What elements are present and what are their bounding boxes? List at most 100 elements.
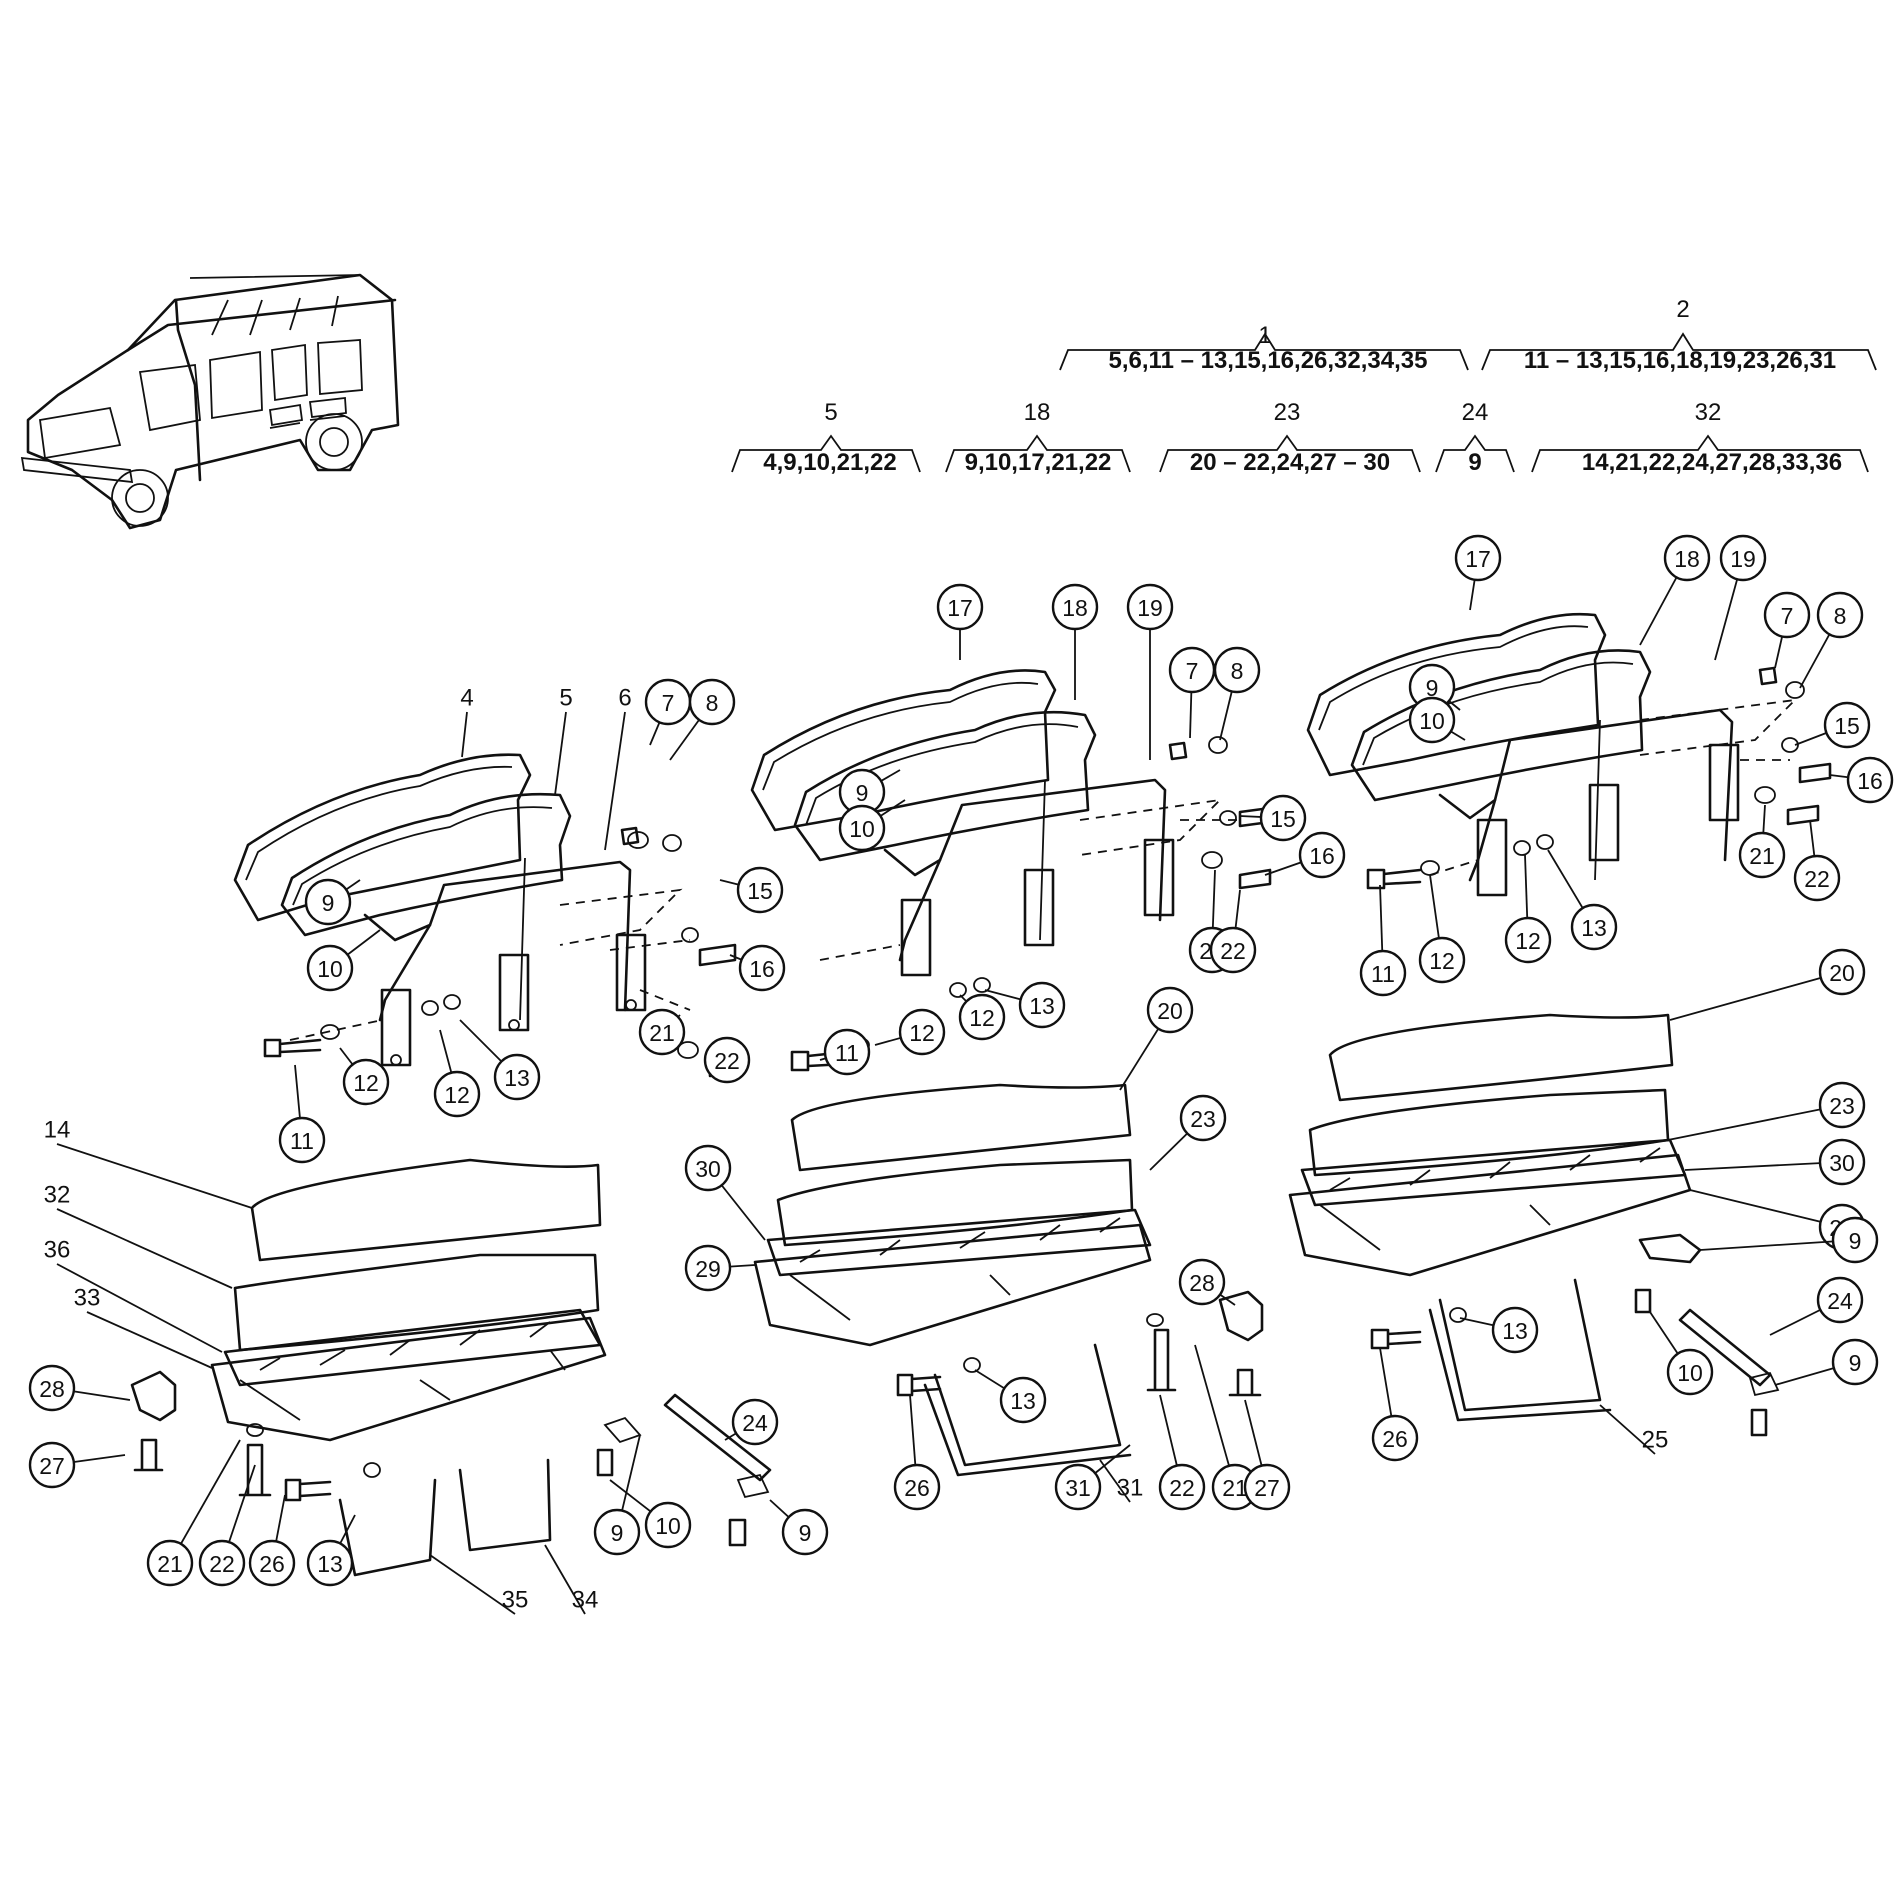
callout-number: 27 bbox=[39, 1453, 65, 1479]
part-callout-8: 8 bbox=[1799, 591, 1864, 689]
callout-number: 22 bbox=[1804, 866, 1830, 892]
callout-circle bbox=[999, 1376, 1047, 1424]
callout-number: 15 bbox=[747, 878, 773, 904]
callout-number: 11 bbox=[1371, 961, 1395, 987]
callout-number: 9 bbox=[799, 1520, 812, 1546]
part-callout-11: 11 bbox=[1359, 884, 1407, 997]
callout-circle bbox=[1054, 1463, 1102, 1511]
part-callout-27: 27 bbox=[28, 1441, 126, 1489]
callout-number: 26 bbox=[1382, 1426, 1408, 1452]
callout-number: 13 bbox=[1581, 915, 1607, 941]
label-number: 5 bbox=[559, 685, 572, 712]
label-number: 33 bbox=[74, 1285, 101, 1312]
group-brace-2: 2 11 – 13,15,16,18,19,23,26,31 bbox=[1481, 296, 1877, 374]
part-callout-16: 16 bbox=[729, 944, 786, 992]
label-number: 35 bbox=[502, 1587, 529, 1614]
label-leader bbox=[1599, 1404, 1656, 1455]
label-number: 31 bbox=[1117, 1475, 1144, 1502]
label-leader bbox=[86, 1311, 213, 1369]
callout-number: 13 bbox=[1029, 993, 1055, 1019]
callout-number: 15 bbox=[1834, 713, 1860, 739]
callout-number: 7 bbox=[1186, 658, 1199, 684]
part-callout-9: 9 bbox=[593, 1434, 641, 1556]
callout-circle bbox=[1158, 1463, 1206, 1511]
callout-circle bbox=[1126, 583, 1174, 631]
right-seat-assembly bbox=[1288, 612, 1832, 1437]
callout-circle bbox=[1816, 591, 1864, 639]
part-callout-19: 19 bbox=[1126, 583, 1174, 760]
group-part-list: 4,9,10,21,22 bbox=[763, 449, 896, 476]
callout-number: 28 bbox=[1189, 1270, 1215, 1296]
part-callout-13: 13 bbox=[306, 1514, 356, 1587]
part-callout-23: 23 bbox=[1149, 1094, 1227, 1171]
callout-circle bbox=[1359, 949, 1407, 997]
part-callout-9: 9 bbox=[304, 878, 361, 926]
part-callout-22: 22 bbox=[1158, 1394, 1206, 1511]
group-part-list: 9 bbox=[1468, 449, 1481, 476]
label-leader bbox=[604, 711, 626, 851]
callout-number: 23 bbox=[1190, 1106, 1216, 1132]
part-callout-15: 15 bbox=[1794, 701, 1871, 749]
part-callout-20: 20 bbox=[1119, 986, 1194, 1091]
label-number: 34 bbox=[572, 1587, 599, 1614]
part-callout-10: 10 bbox=[1649, 1311, 1714, 1396]
callout-leader bbox=[1669, 971, 1843, 1021]
group-brace-5: 5 4,9,10,21,22 bbox=[731, 399, 921, 476]
callout-number: 12 bbox=[1429, 948, 1455, 974]
part-callout-12: 12 bbox=[958, 993, 1006, 1041]
part-callout-7: 7 bbox=[1763, 591, 1811, 669]
group-number: 2 bbox=[1676, 296, 1689, 323]
part-callout-22: 22 bbox=[1209, 889, 1257, 974]
part-callout-9: 9 bbox=[769, 1499, 829, 1556]
callout-circle bbox=[342, 1058, 390, 1106]
callout-number: 21 bbox=[1749, 843, 1775, 869]
callout-number: 11 bbox=[835, 1040, 859, 1066]
part-callout-20: 20 bbox=[1669, 948, 1866, 1021]
part-label-36: 36 bbox=[44, 1237, 223, 1353]
callout-circle bbox=[1259, 794, 1307, 842]
part-callout-13: 13 bbox=[974, 1369, 1047, 1424]
callout-circle bbox=[593, 1508, 641, 1556]
label-leader bbox=[1099, 1459, 1131, 1503]
callout-circle bbox=[958, 993, 1006, 1041]
callout-number: 26 bbox=[259, 1551, 285, 1577]
part-callout-16: 16 bbox=[1264, 831, 1346, 879]
group-brace-24: 24 9 bbox=[1435, 399, 1515, 476]
part-label-34: 34 bbox=[544, 1544, 599, 1615]
label-leader bbox=[56, 1263, 223, 1353]
callout-number: 30 bbox=[695, 1156, 721, 1182]
callout-circle bbox=[1846, 756, 1894, 804]
group-number: 5 bbox=[824, 399, 837, 426]
callout-number: 16 bbox=[1309, 843, 1335, 869]
callout-circle bbox=[1793, 854, 1841, 902]
callout-circle bbox=[1831, 1216, 1879, 1264]
callout-circle bbox=[198, 1539, 246, 1587]
callout-number: 10 bbox=[317, 956, 343, 982]
callout-circle bbox=[1763, 591, 1811, 639]
part-callout-17: 17 bbox=[936, 583, 984, 660]
label-number: 36 bbox=[44, 1237, 71, 1264]
part-callout-28: 28 bbox=[28, 1364, 131, 1412]
part-callout-7: 7 bbox=[1168, 646, 1216, 739]
callout-circle bbox=[1666, 1348, 1714, 1396]
callout-number: 10 bbox=[655, 1513, 681, 1539]
callout-circle bbox=[1454, 534, 1502, 582]
part-callout-29: 29 bbox=[684, 1244, 756, 1292]
part-label-33: 33 bbox=[74, 1285, 213, 1369]
callout-circle bbox=[644, 1501, 692, 1549]
callout-circle bbox=[1719, 534, 1767, 582]
group-number: 24 bbox=[1462, 399, 1489, 426]
callout-circle bbox=[1051, 583, 1099, 631]
callout-number: 13 bbox=[1502, 1318, 1528, 1344]
callout-number: 17 bbox=[1465, 546, 1491, 572]
part-label-6: 6 bbox=[604, 685, 632, 851]
callout-number: 22 bbox=[1169, 1475, 1195, 1501]
callout-circle bbox=[1491, 1306, 1539, 1354]
callout-number: 13 bbox=[1010, 1388, 1036, 1414]
part-callout-12: 12 bbox=[339, 1047, 390, 1106]
label-leader bbox=[461, 711, 468, 758]
label-number: 4 bbox=[460, 685, 473, 712]
